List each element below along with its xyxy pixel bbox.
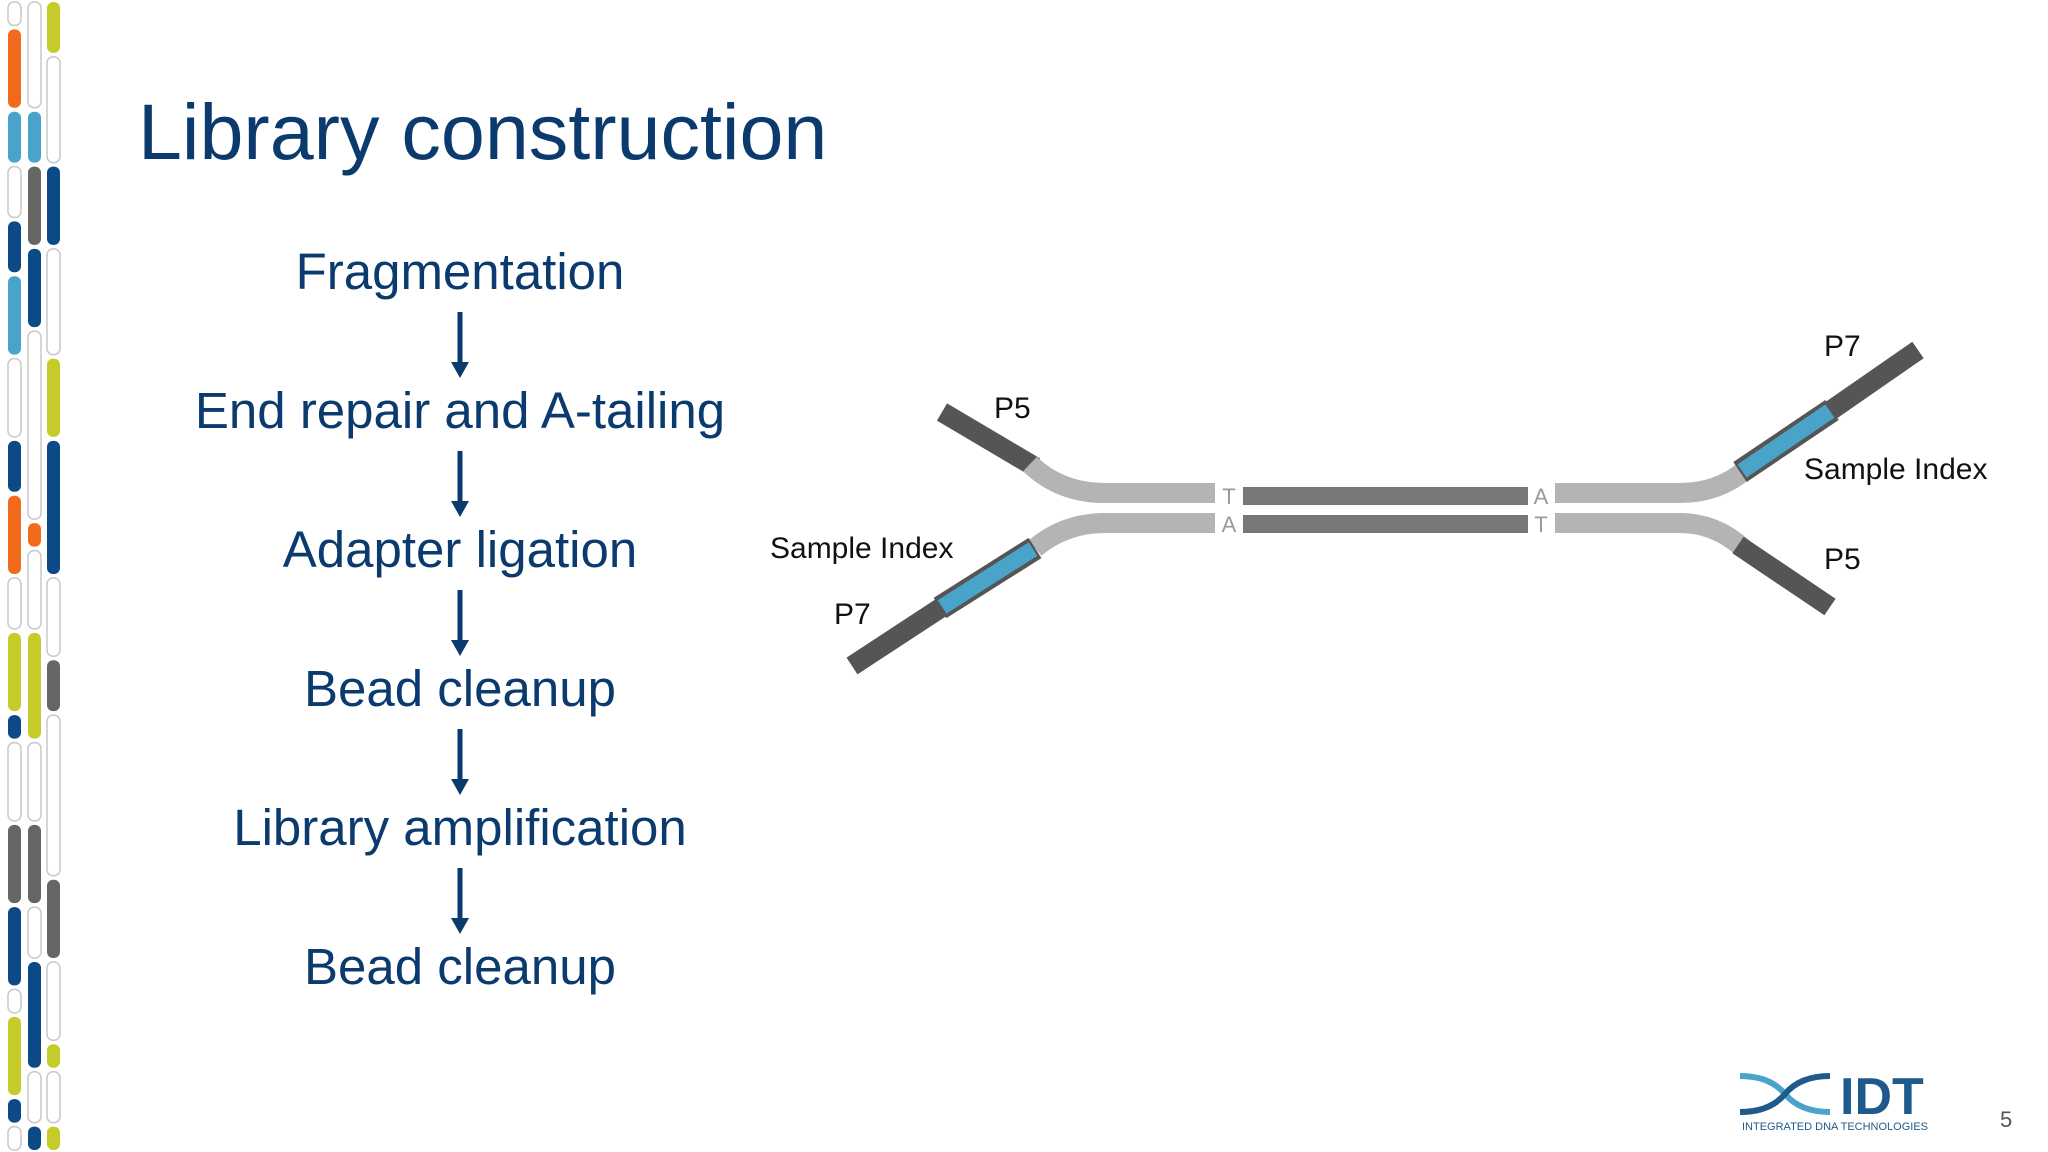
down-arrow-icon bbox=[451, 451, 469, 517]
right-top-base: A bbox=[1534, 484, 1549, 509]
down-arrow-icon bbox=[451, 729, 469, 795]
insert-top-strand bbox=[1243, 487, 1528, 505]
left-bottom-base: A bbox=[1222, 512, 1237, 537]
left-top-base: T bbox=[1222, 484, 1235, 509]
decorative-color-stripe bbox=[7, 1, 61, 1151]
left-bottom-adapter-strand bbox=[1028, 513, 1215, 556]
right-p5-adapter-arm bbox=[1732, 536, 1836, 616]
stripe-segment bbox=[47, 1126, 60, 1150]
logo-wordmark: IDT bbox=[1840, 1068, 1924, 1126]
stripe-segment bbox=[47, 1044, 60, 1068]
workflow-steps: Fragmentation End repair and A-tailing A… bbox=[160, 244, 760, 995]
stripe-segment bbox=[28, 523, 41, 547]
left-p7-adapter-arm bbox=[846, 598, 948, 675]
stripe-segment bbox=[7, 165, 22, 219]
idt-logo: IDT INTEGRATED DNA TECHNOLOGIES bbox=[1740, 1068, 1928, 1133]
right-sample-index-label: Sample Index bbox=[1804, 453, 1987, 486]
stripe-segment bbox=[47, 879, 60, 958]
left-p5-adapter-arm bbox=[936, 403, 1041, 476]
stripe-segment bbox=[8, 29, 21, 108]
stripe-segment bbox=[8, 824, 21, 904]
stripe-segment bbox=[47, 358, 60, 437]
stripe-segment bbox=[8, 495, 21, 574]
workflow-step-end-repair: End repair and A-tailing bbox=[194, 382, 726, 439]
stripe-segment bbox=[28, 1126, 41, 1150]
stripe-segment bbox=[8, 111, 21, 163]
stripe-segment bbox=[8, 715, 21, 739]
left-sample-index-fill bbox=[937, 542, 1038, 614]
stripe-segment bbox=[47, 2, 60, 53]
right-p7-adapter-arm bbox=[1824, 341, 1924, 420]
stripe-segment bbox=[27, 549, 42, 630]
stripe-segment bbox=[46, 248, 61, 356]
left-sample-index-label: Sample Index bbox=[770, 532, 953, 565]
stripe-segment bbox=[8, 632, 21, 712]
stripe-segment bbox=[47, 166, 60, 245]
stripe-segment bbox=[8, 1099, 21, 1123]
stripe-segment bbox=[8, 221, 21, 273]
stripe-segment bbox=[28, 632, 41, 739]
stripe-segment bbox=[7, 741, 22, 822]
logo-tagline: INTEGRATED DNA TECHNOLOGIES bbox=[1742, 1121, 1928, 1133]
right-bottom-base: T bbox=[1534, 512, 1547, 537]
stripe-segment bbox=[7, 988, 22, 1014]
stripe-segment bbox=[46, 56, 61, 164]
stripe-segment bbox=[28, 166, 41, 245]
down-arrow-icon bbox=[451, 868, 469, 934]
right-sample-index-fill bbox=[1737, 404, 1835, 478]
workflow-step-fragmentation: Fragmentation bbox=[295, 243, 625, 300]
stripe-segment bbox=[47, 660, 60, 712]
stripe-segment bbox=[46, 714, 61, 877]
stripe-segment bbox=[27, 741, 42, 822]
workflow-step-adapter-ligation: Adapter ligation bbox=[282, 521, 638, 578]
stripe-segment bbox=[28, 248, 41, 328]
stripe-segment bbox=[7, 1, 22, 27]
stripe-segment bbox=[27, 330, 42, 520]
insert-bottom-strand bbox=[1243, 515, 1528, 533]
workflow-step-library-amplification: Library amplification bbox=[233, 799, 687, 856]
stripe-segment bbox=[27, 1070, 42, 1124]
left-p7-label: P7 bbox=[834, 598, 871, 631]
stripe-segment bbox=[8, 1016, 21, 1096]
right-p5-label: P5 bbox=[1824, 543, 1861, 576]
stripe-segment bbox=[46, 577, 61, 658]
page-number: 5 bbox=[2000, 1107, 2013, 1132]
right-p7-label: P7 bbox=[1824, 330, 1861, 363]
right-top-adapter-strand bbox=[1555, 462, 1752, 503]
workflow-step-bead-cleanup-1: Bead cleanup bbox=[304, 660, 616, 717]
workflow-step-bead-cleanup-2: Bead cleanup bbox=[304, 938, 616, 995]
adapter-ligated-fragment-diagram: T A A T P5 Sample Index P7 P7 Sample Ind… bbox=[770, 330, 1987, 675]
stripe-segment bbox=[27, 1, 42, 109]
stripe-segment bbox=[7, 577, 22, 630]
left-p5-label: P5 bbox=[994, 392, 1031, 425]
stripe-segment bbox=[28, 962, 41, 1068]
stripe-segment bbox=[28, 824, 41, 904]
left-top-adapter-strand bbox=[1023, 456, 1215, 503]
stripe-segment bbox=[8, 440, 21, 492]
stripe-segment bbox=[27, 906, 42, 959]
down-arrow-icon bbox=[451, 590, 469, 656]
stripe-segment bbox=[7, 1125, 22, 1151]
stripe-segment bbox=[8, 276, 21, 355]
stripe-segment bbox=[28, 111, 41, 163]
down-arrow-icon bbox=[451, 312, 469, 378]
stripe-segment bbox=[8, 907, 21, 986]
stripe-segment bbox=[7, 357, 22, 438]
stripe-segment bbox=[47, 440, 60, 574]
right-bottom-adapter-strand bbox=[1555, 513, 1750, 556]
slide-title: Library construction bbox=[138, 87, 828, 176]
stripe-segment bbox=[46, 961, 61, 1042]
stripe-segment bbox=[46, 1070, 61, 1124]
